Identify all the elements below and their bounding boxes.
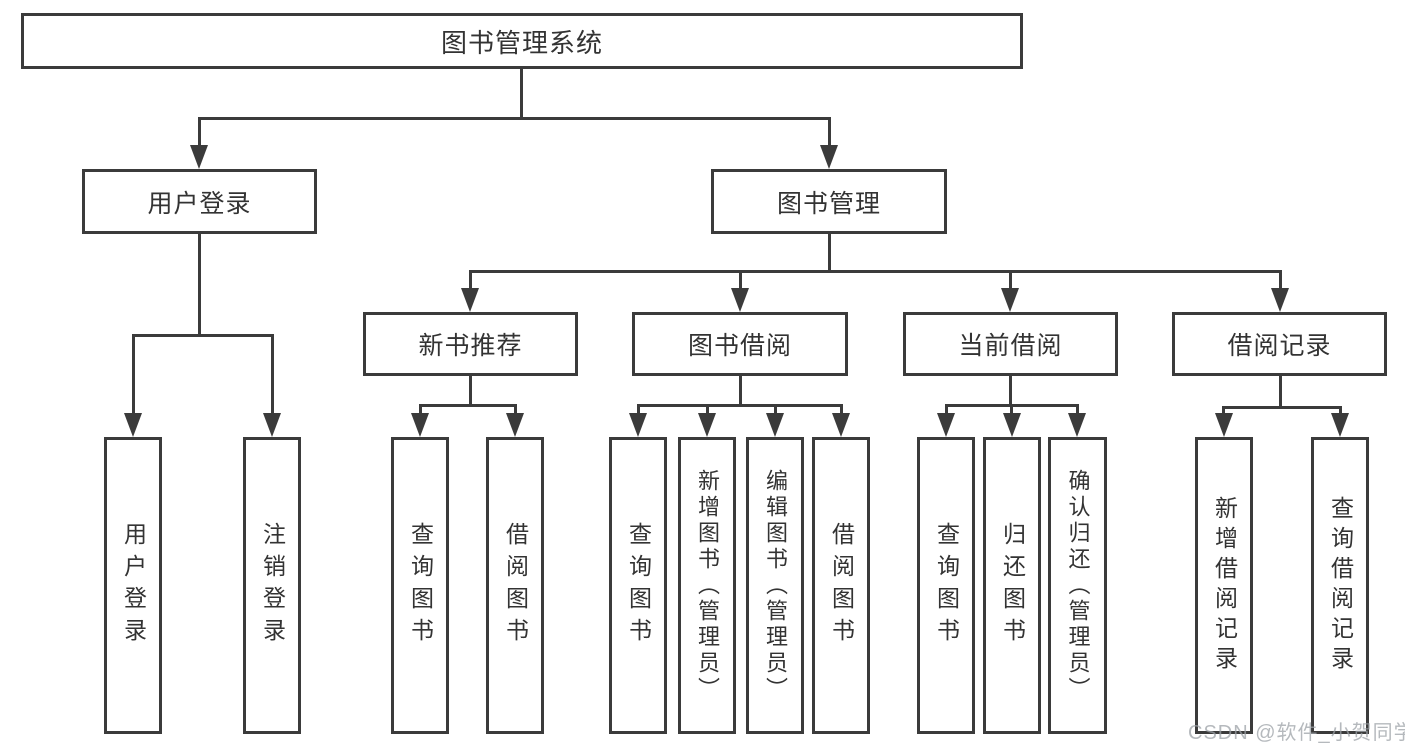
- connector-leaf-stub: [945, 404, 948, 416]
- arrowhead: [411, 413, 429, 437]
- node-book-management: 图书管理: [711, 169, 947, 234]
- node-library-management-system: 图书管理系统: [21, 13, 1023, 69]
- arrowhead: [1215, 413, 1233, 437]
- connector-new-rec-drop: [469, 376, 472, 407]
- arrowhead: [1001, 288, 1019, 312]
- connector-leaf-stub: [774, 404, 777, 416]
- watermark: CSDN @软件_小贺同学: [1188, 722, 1405, 744]
- leaf-logout: 注销登录: [243, 437, 301, 734]
- arrowhead: [190, 145, 208, 169]
- connector-user-login-rail: [132, 334, 274, 337]
- connector-leaf-stub: [1339, 406, 1342, 416]
- connector-level1-rail: [198, 117, 831, 120]
- arrowhead: [461, 288, 479, 312]
- arrowhead: [937, 413, 955, 437]
- connector-leaf-stub: [706, 404, 709, 416]
- arrowhead: [731, 288, 749, 312]
- connector-leaf-stub: [840, 404, 843, 416]
- connector-new-rec-rail: [419, 404, 517, 407]
- arrowhead: [1331, 413, 1349, 437]
- connector-book-borrow-rail: [637, 404, 843, 407]
- connector-level2-stub: [469, 270, 472, 290]
- connector-leaf-stub: [419, 404, 422, 416]
- leaf-query-books-1: 查询图书: [391, 437, 449, 734]
- arrowhead: [506, 413, 524, 437]
- connector-leaf-stub: [1010, 404, 1013, 416]
- leaf-confirm-return-admin: 确认归还（管理员）: [1048, 437, 1107, 734]
- leaf-borrow-books-1: 借阅图书: [486, 437, 544, 734]
- leaf-query-books-2: 查询图书: [609, 437, 667, 734]
- arrowhead: [1003, 413, 1021, 437]
- arrowhead: [629, 413, 647, 437]
- leaf-return-book: 归还图书: [983, 437, 1041, 734]
- connector-book-mgmt-stub: [828, 117, 831, 147]
- arrowhead: [263, 413, 281, 437]
- leaf-query-books-3: 查询图书: [917, 437, 975, 734]
- leaf-query-borrow-record: 查询借阅记录: [1311, 437, 1369, 734]
- leaf-edit-book-admin: 编辑图书（管理员）: [746, 437, 804, 734]
- connector-level2-rail: [469, 270, 1282, 273]
- node-book-borrowing: 图书借阅: [632, 312, 848, 376]
- node-user-login: 用户登录: [82, 169, 317, 234]
- leaf-borrow-books-2: 借阅图书: [812, 437, 870, 734]
- connector-leaf-stub: [637, 404, 640, 416]
- node-new-book-recommend: 新书推荐: [363, 312, 578, 376]
- connector-level2-stub: [739, 270, 742, 290]
- leaf-add-book-admin: 新增图书（管理员）: [678, 437, 736, 734]
- arrowhead: [124, 413, 142, 437]
- leaf-add-borrow-record: 新增借阅记录: [1195, 437, 1253, 734]
- arrowhead: [1068, 413, 1086, 437]
- connector-cur-borrow-drop: [1009, 376, 1012, 407]
- connector-level2-stub: [1009, 270, 1012, 290]
- connector-book-mgmt-drop: [828, 233, 831, 273]
- node-borrowing-records: 借阅记录: [1172, 312, 1387, 376]
- connector-root-drop: [520, 69, 523, 119]
- connector-leaf-stub: [132, 334, 135, 416]
- connector-leaf-stub: [1076, 404, 1079, 416]
- connector-leaf-stub: [271, 334, 274, 416]
- leaf-user-login: 用户登录: [104, 437, 162, 734]
- arrowhead: [766, 413, 784, 437]
- arrowhead: [698, 413, 716, 437]
- arrowhead: [832, 413, 850, 437]
- arrowhead: [1271, 288, 1289, 312]
- connector-records-drop: [1279, 376, 1282, 409]
- connector-leaf-stub: [1222, 406, 1225, 416]
- connector-user-login-stub: [198, 117, 201, 147]
- connector-records-rail: [1222, 406, 1342, 409]
- arrowhead: [820, 145, 838, 169]
- connector-level2-stub: [1279, 270, 1282, 290]
- connector-book-borrow-drop: [739, 376, 742, 407]
- connector-user-login-drop: [198, 233, 201, 336]
- node-current-borrowing: 当前借阅: [903, 312, 1118, 376]
- connector-leaf-stub: [514, 404, 517, 416]
